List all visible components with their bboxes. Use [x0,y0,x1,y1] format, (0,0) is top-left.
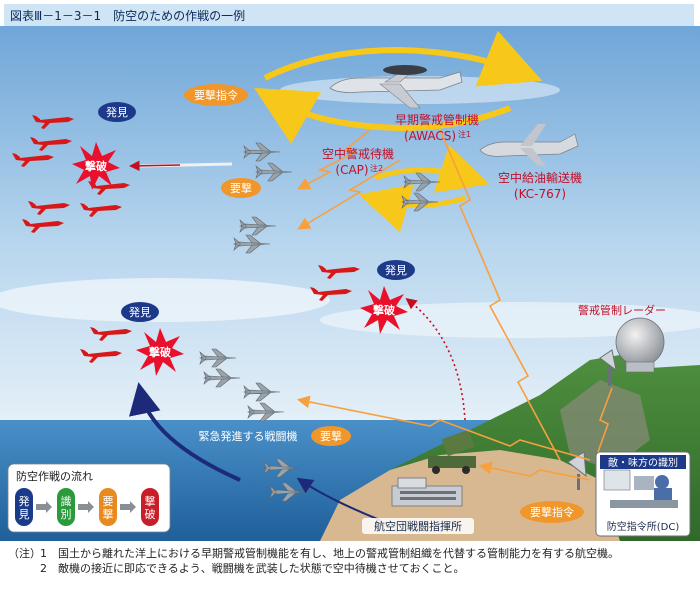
cap-label: 空中警戒待機 [322,146,394,161]
svg-text:発見: 発見 [129,305,151,319]
tanker-label-sub: (KC-767) [514,187,566,201]
intercept-order-badge: 要撃指令 [184,84,248,106]
footnote-number: 2 [40,561,58,576]
intercept-badge: 要撃 [311,426,351,446]
burst-label: 撃破 [149,345,171,359]
intercept-order-badge: 要撃指令 [520,501,584,523]
awacs-label-sub: (AWACS) [404,129,456,143]
scramble-label: 緊急発進する戦闘機 [199,429,298,443]
svg-text:発見: 発見 [106,105,128,119]
svg-text:要撃: 要撃 [230,181,252,195]
burst-label: 撃破 [373,303,395,317]
discover-badge: 発見 [98,102,136,122]
footnote-text: 敵機の接近に即応できるよう、戦闘機を武装した状態で空中待機させておくこと。 [58,562,464,575]
radar-label: 警戒管制レーダー [578,303,666,317]
cloud [0,278,330,322]
awacs-note: 注1 [458,129,471,139]
dc-label: 防空指令所(DC) [607,520,680,533]
flow-step-label: 識別 [61,495,72,521]
flow-step-label: 撃破 [145,494,156,521]
flow-step-label: 要撃 [103,495,114,521]
figure-title: 図表Ⅲ－1－3－1 防空のための作戦の一例 [10,7,245,24]
tanker-label: 空中給油輸送機 [498,170,582,185]
missile [132,165,180,166]
intercept-badge: 要撃 [221,178,261,198]
flow-step-label: 発見 [19,494,30,521]
flow-legend-title: 防空作戦の流れ [16,469,93,483]
discover-badge: 発見 [121,302,159,322]
svg-text:要撃: 要撃 [320,429,342,443]
cap-label-sub: (CAP) [335,163,368,177]
air-defense-diagram: 撃破 撃破 撃破 発見 発見 発見 要撃指令 要撃 要撃 要撃指令 早期警戒管制… [0,26,700,541]
footnote-number: 1 [40,546,58,561]
svg-text:要撃指令: 要撃指令 [530,505,574,519]
svg-text:発見: 発見 [385,263,407,277]
svg-text:要撃指令: 要撃指令 [194,88,238,102]
hq-label: 航空団戦闘指揮所 [374,519,462,533]
discover-badge: 発見 [377,260,415,280]
awacs-label: 早期警戒管制機 [395,112,479,127]
cap-note: 注2 [370,163,383,173]
footnote-text: 国土から離れた洋上における早期警戒管制機能を有し、地上の警戒管制組織を代替する管… [58,547,619,560]
burst-label: 撃破 [85,159,107,173]
figure-title-bar: 図表Ⅲ－1－3－1 防空のための作戦の一例 [4,4,694,26]
footnote-lead: （注） [8,546,40,561]
flow-legend: 防空作戦の流れ 発見 識別 要撃 撃破 [8,464,170,532]
iff-label: 敵・味方の識別 [608,456,678,469]
